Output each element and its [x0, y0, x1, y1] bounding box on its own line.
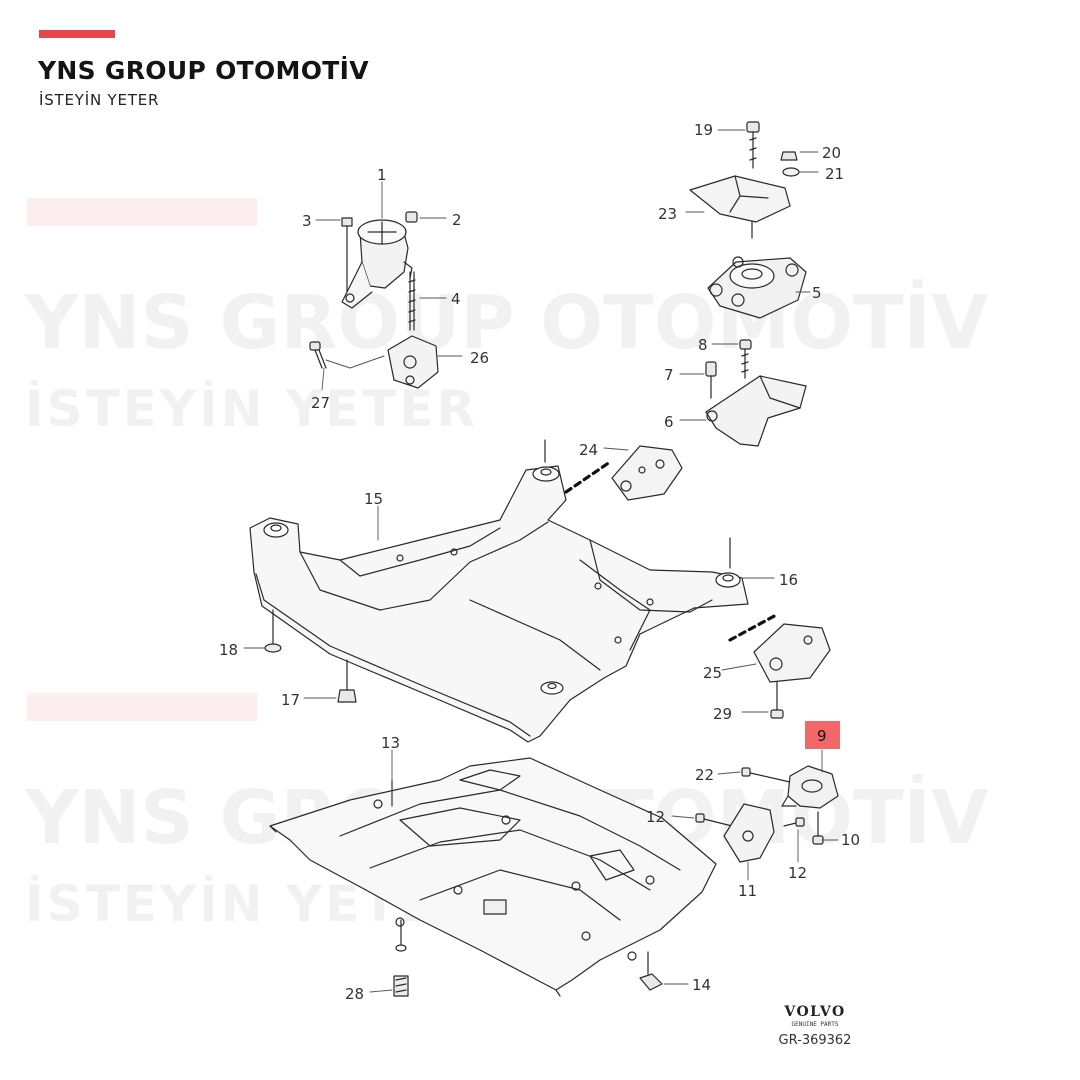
bolt-19	[746, 121, 760, 169]
label-part-29: 29	[713, 705, 732, 723]
label-part-14: 14	[692, 976, 711, 994]
watermark-bar-bottom	[27, 693, 257, 721]
bracket-24	[611, 445, 683, 501]
label-part-3: 3	[302, 212, 312, 230]
bolt-29	[770, 681, 784, 719]
label-part-22: 22	[695, 766, 714, 784]
stud-7	[705, 361, 717, 399]
torque-rod-9	[781, 765, 839, 809]
brand-name: YNS GROUP OTOMOTİV	[38, 56, 369, 85]
label-part-27: 27	[311, 394, 330, 412]
label-part-8: 8	[698, 336, 708, 354]
bolt-12-left	[695, 813, 733, 827]
label-part-5: 5	[812, 284, 822, 302]
bolt-22	[741, 767, 791, 783]
nut-20	[780, 151, 798, 161]
leader-lines	[243, 129, 839, 993]
bracket-6	[705, 375, 807, 447]
highlight-part-9-box	[805, 721, 840, 749]
label-part-23: 23	[658, 205, 677, 223]
underbody-shield-13	[269, 757, 717, 997]
label-part-1: 1	[377, 166, 387, 184]
label-part-11: 11	[738, 882, 757, 900]
label-part-7: 7	[664, 366, 674, 384]
subframe-15	[249, 439, 749, 743]
stud-4	[408, 271, 416, 331]
label-part-20: 20	[822, 144, 841, 162]
part-labels: 1 2 3 4 5 6 7 8 10 11 12 12 13 14 15 16 …	[219, 121, 860, 1003]
label-part-18: 18	[219, 641, 238, 659]
nut-2	[405, 211, 418, 223]
label-part-21: 21	[825, 165, 844, 183]
label-part-19: 19	[694, 121, 713, 139]
bolt-12-right	[783, 817, 805, 827]
washer-28-stack	[395, 919, 407, 952]
brand-tagline: İSTEYİN YETER	[39, 91, 160, 109]
label-part-28: 28	[345, 985, 364, 1003]
label-part-26: 26	[470, 349, 489, 367]
watermark-tagline-top: İSTEYİN YETER	[25, 380, 479, 438]
bracket-11	[723, 803, 775, 863]
label-part-4: 4	[451, 290, 461, 308]
label-part-6: 6	[664, 413, 674, 431]
bolt-17	[337, 659, 357, 703]
clip-14	[639, 951, 663, 991]
transmission-mount-5	[707, 256, 807, 319]
highlight-part-9-label: 9	[817, 727, 827, 745]
watermark-name-top: YNS GROUP OTOMOTİV	[25, 280, 989, 366]
bolt-3	[341, 217, 353, 293]
label-part-15: 15	[364, 490, 383, 508]
brand-accent-bar	[39, 30, 115, 38]
bolt-10	[812, 811, 824, 845]
label-part-2: 2	[452, 211, 462, 229]
watermark-bar-top	[27, 198, 257, 226]
maker-logo-subtitle: GENUINE PARTS	[791, 1021, 839, 1028]
label-part-12-left: 12	[646, 808, 665, 826]
bracket-26	[387, 335, 439, 389]
washer-21	[782, 167, 800, 177]
maker-logo: VOLVO	[784, 1004, 846, 1020]
diagram-code: GR-369362	[778, 1033, 852, 1048]
bolt-27	[309, 341, 385, 369]
label-part-17: 17	[281, 691, 300, 709]
label-part-12-right: 12	[788, 864, 807, 882]
label-part-24: 24	[579, 441, 598, 459]
washer-18	[264, 609, 282, 653]
label-part-25: 25	[703, 664, 722, 682]
bolt-28	[393, 975, 409, 997]
label-part-13: 13	[381, 734, 400, 752]
engine-mount-1	[341, 219, 413, 309]
bracket-25	[753, 623, 831, 683]
bolt-8	[739, 339, 752, 379]
label-part-16: 16	[779, 571, 798, 589]
label-part-10: 10	[841, 831, 860, 849]
bracket-23	[689, 175, 791, 239]
